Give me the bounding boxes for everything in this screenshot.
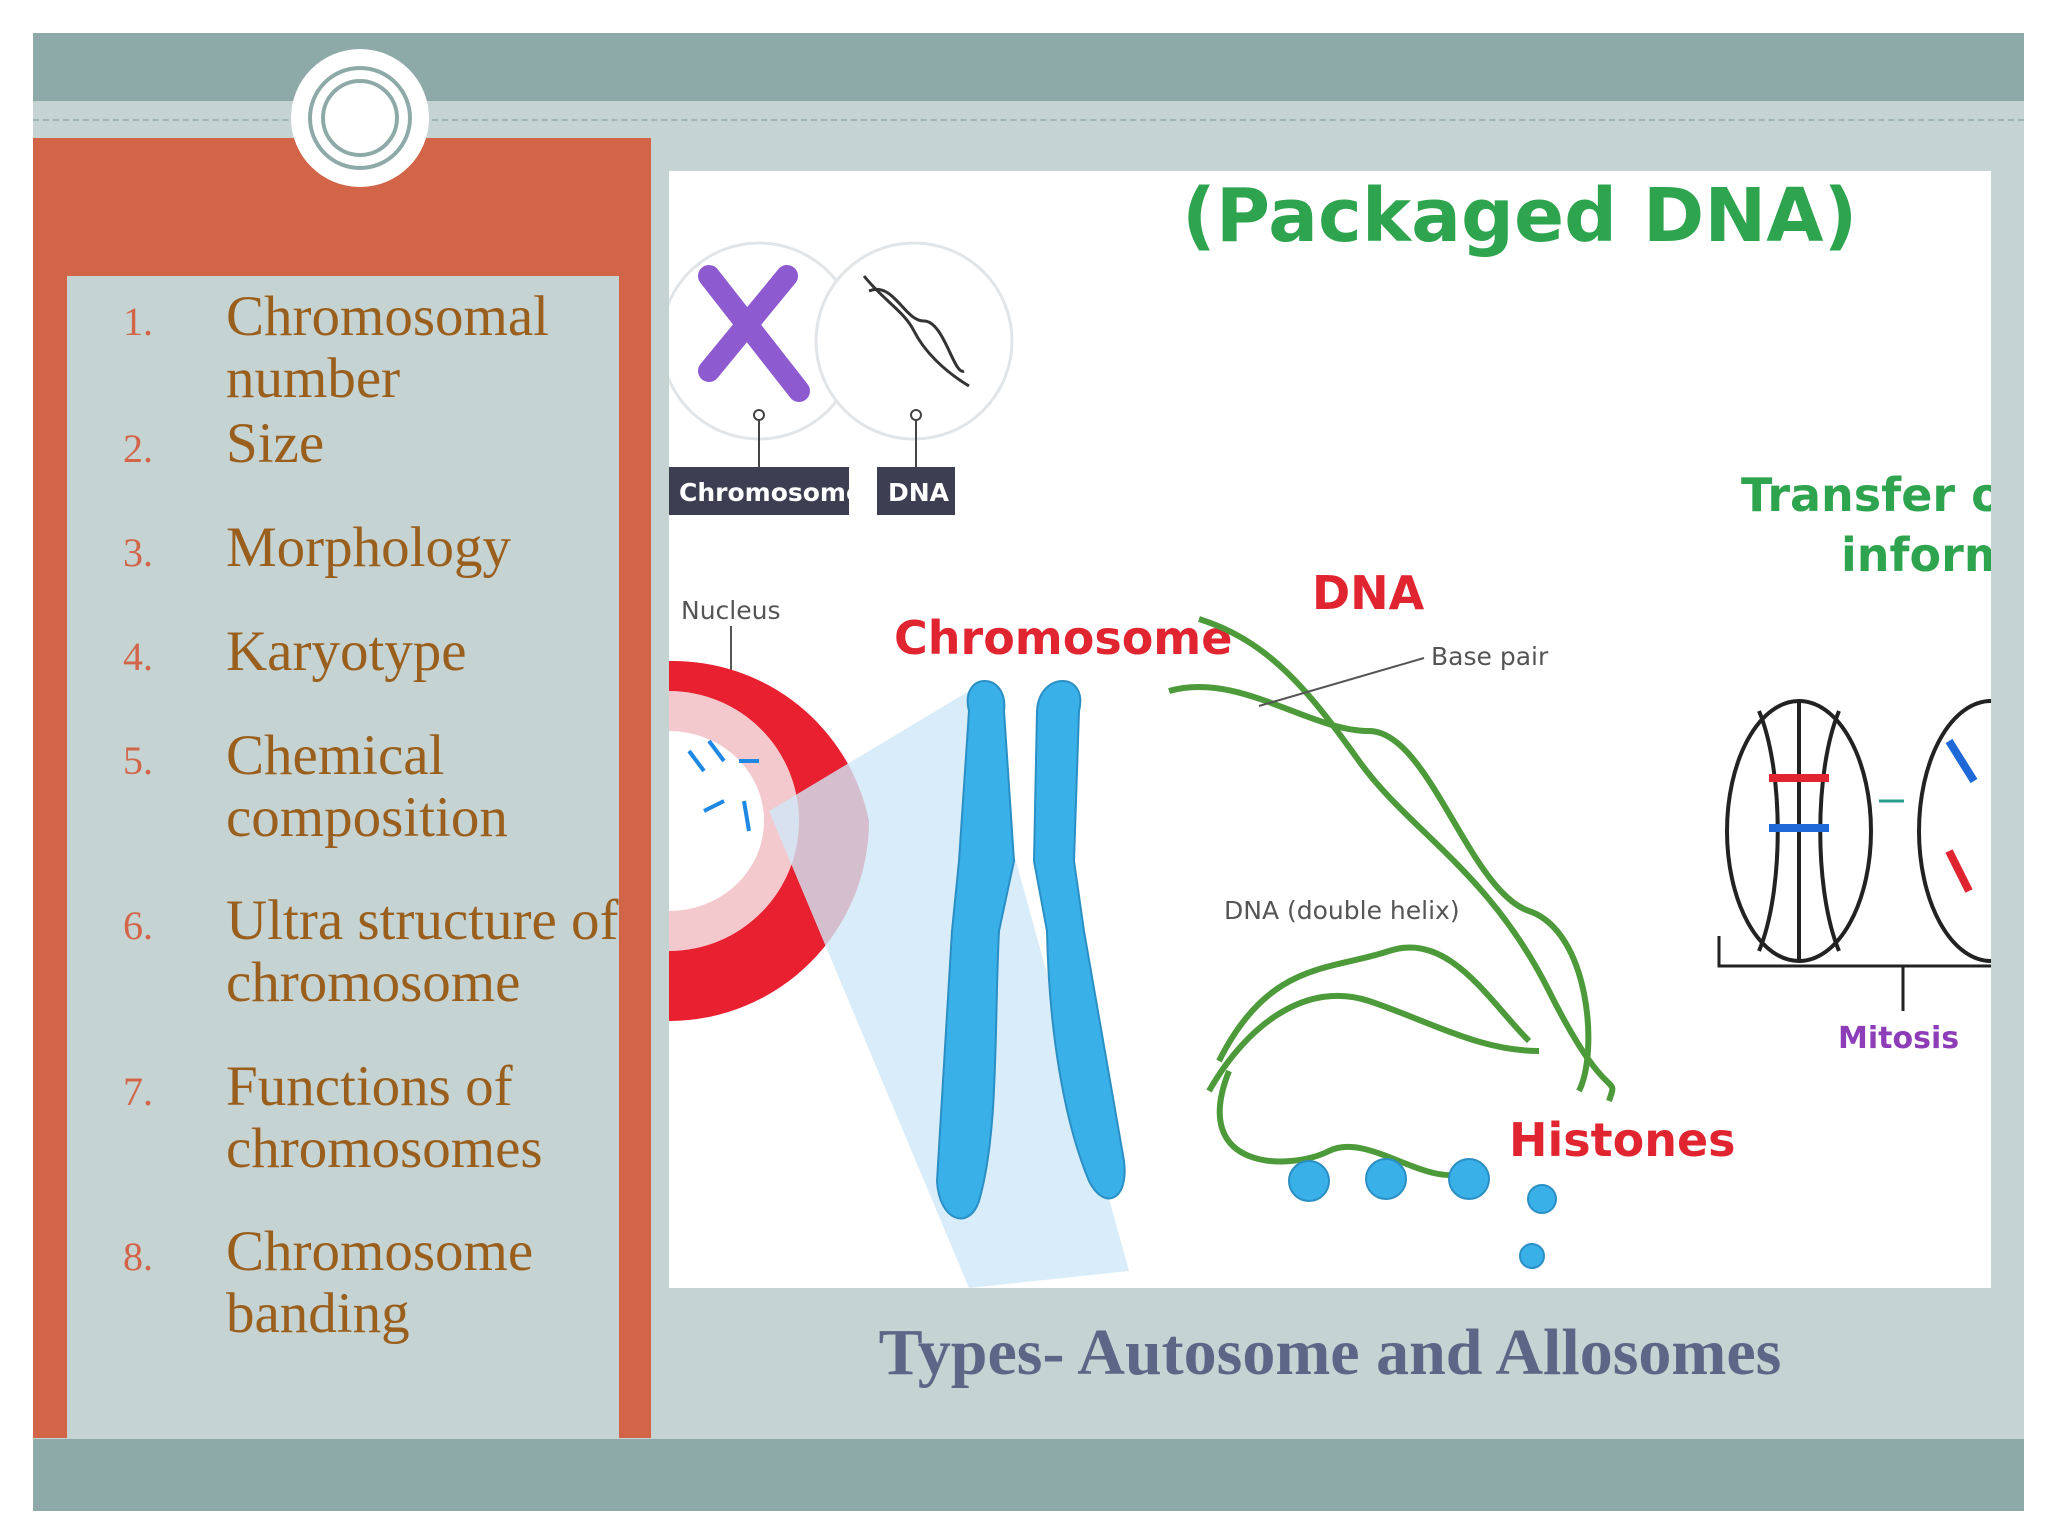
nucleus-label: Nucleus — [681, 596, 781, 625]
tag-chromosome: Chromosome — [679, 478, 863, 507]
slide: 1. Chromosomal number 2. Size 3. Morphol… — [33, 33, 2024, 1511]
chromosome-label: Chromosome — [894, 611, 1232, 665]
histone-icon — [1288, 1158, 1557, 1269]
dna-helix-icon — [1168, 616, 1616, 1179]
topic-label: Morphology — [226, 516, 511, 579]
orange-panel: 1. Chromosomal number 2. Size 3. Morphol… — [33, 138, 651, 1466]
base-pair-label: Base pair — [1431, 642, 1549, 671]
topic-number: 7. — [123, 1069, 153, 1114]
topic-label: Karyotype — [226, 620, 467, 683]
bottom-band — [33, 1439, 2024, 1511]
topics-box: 1. Chromosomal number 2. Size 3. Morphol… — [67, 276, 619, 1466]
dashed-divider — [33, 119, 2024, 121]
topic-number: 1. — [123, 299, 153, 344]
slide-caption: Types- Autosome and Allosomes — [878, 1316, 1782, 1389]
topic-label: Size — [226, 412, 325, 475]
decorative-ring-icon — [291, 49, 429, 187]
histones-label: Histones — [1509, 1113, 1736, 1167]
topic-number: 8. — [123, 1234, 153, 1279]
mitosis-label: Mitosis — [1838, 1021, 1959, 1056]
topic-label: Chromosomal number — [226, 285, 549, 410]
topic-label: Functions of chromosomes — [226, 1055, 543, 1180]
topic-number: 6. — [123, 903, 153, 948]
double-helix-label: DNA (double helix) — [1224, 896, 1460, 925]
topic-label: Chemical composition — [226, 724, 508, 849]
topic-number: 4. — [123, 634, 153, 679]
chromosome-thumb-icon — [698, 265, 810, 402]
topic-number: 2. — [123, 426, 153, 471]
dna-label: DNA — [1312, 566, 1425, 620]
figure-title: (Packaged DNA) — [1182, 173, 1857, 259]
tag-dna: DNA — [888, 478, 950, 507]
topic-number: 5. — [123, 738, 153, 783]
topic-number: 3. — [123, 530, 153, 575]
dna-thumb-icon — [862, 275, 970, 388]
topic-label: Ultra structure of chromosome — [226, 889, 619, 1014]
dna-packaging-figure: (Packaged DNA) Chromosome DNA Nucleus — [669, 171, 1991, 1288]
chromosome-icon — [935, 680, 1126, 1220]
topic-label: Chromosome banding — [226, 1220, 534, 1345]
transfer-text-line1: Transfer o — [1741, 468, 1991, 522]
transfer-text-line2: inform — [1841, 528, 1991, 582]
